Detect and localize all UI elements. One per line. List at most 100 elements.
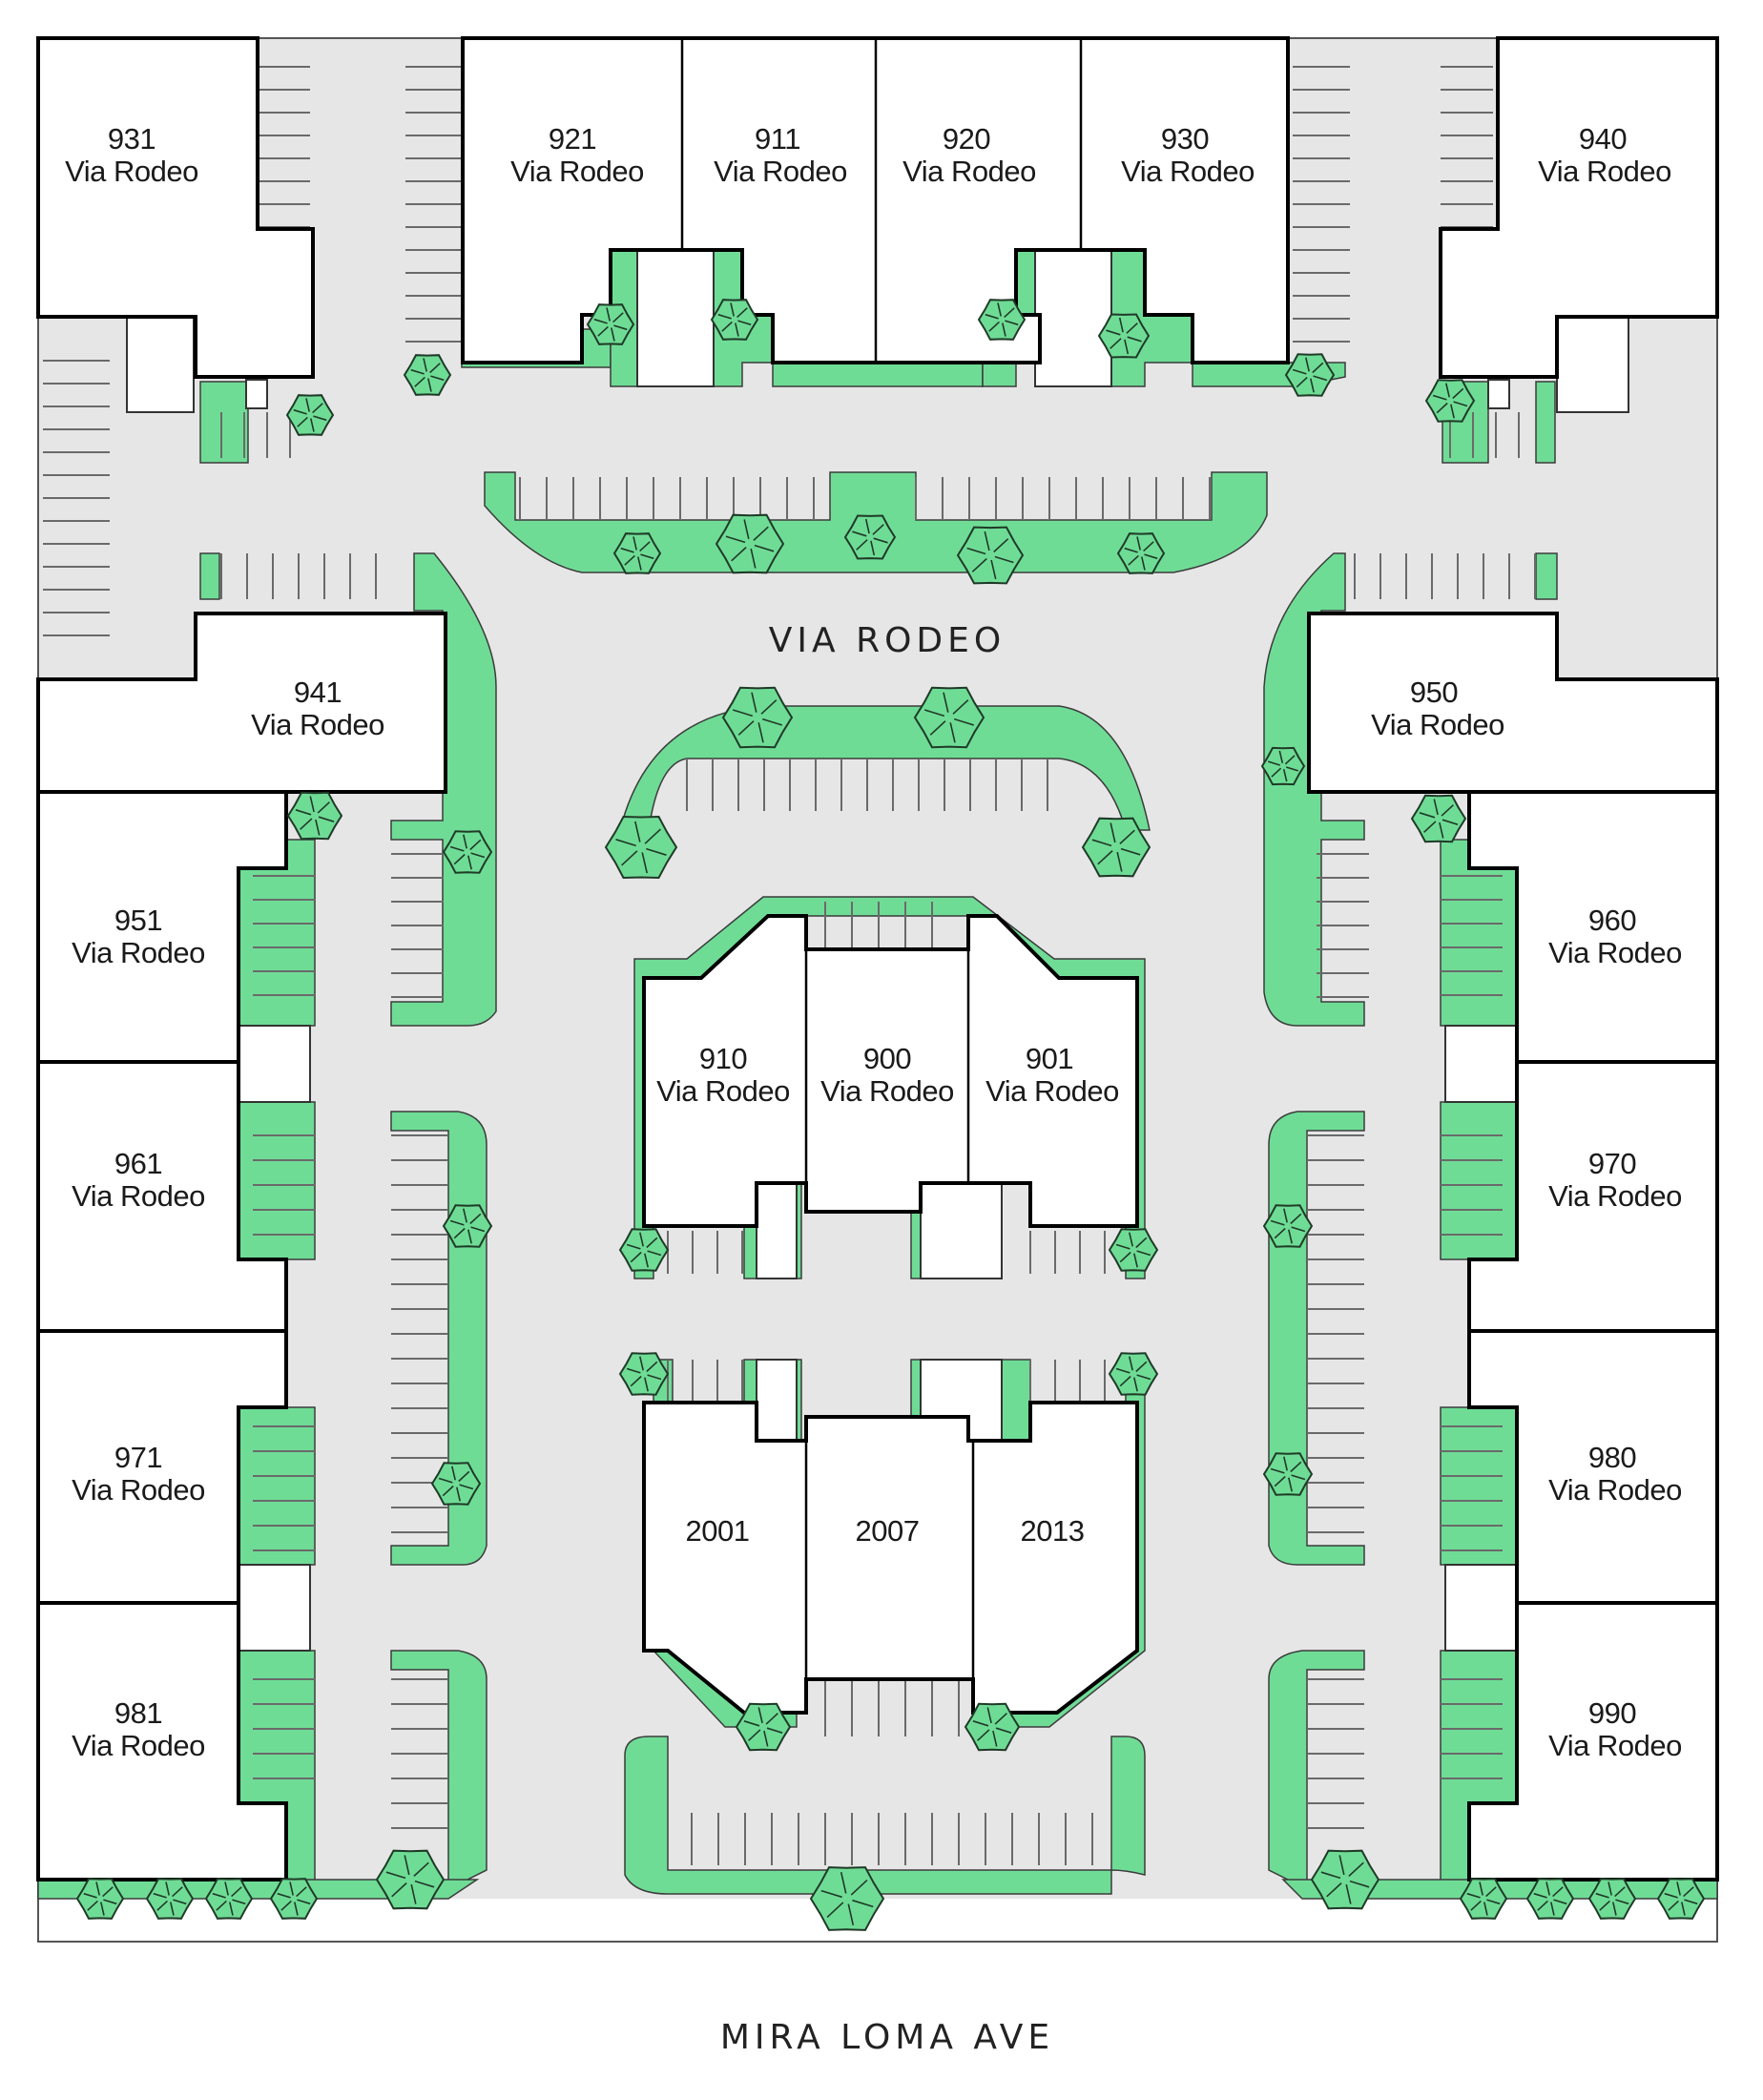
unit-street-901: Via Rodeo <box>985 1074 1119 1108</box>
unit-street-951: Via Rodeo <box>72 936 205 969</box>
svg-text:2001: 2001 <box>686 1514 750 1548</box>
building-931[interactable] <box>36 36 315 379</box>
tree-icon <box>1656 1878 1706 1920</box>
tree-icon <box>913 686 985 749</box>
svg-text:Via Rodeo: Via Rodeo <box>1371 708 1504 741</box>
svg-text:980: 980 <box>1588 1441 1636 1474</box>
tree-icon <box>1459 1878 1508 1920</box>
tree-icon <box>612 532 662 574</box>
tree-icon <box>1424 379 1476 423</box>
svg-text:981: 981 <box>114 1696 162 1730</box>
tree-icon <box>1525 1878 1575 1920</box>
unit-number-2007: 2007 <box>856 1514 920 1548</box>
tree-icon <box>1410 794 1467 843</box>
svg-text:Via Rodeo: Via Rodeo <box>251 708 384 741</box>
svg-text:Via Rodeo: Via Rodeo <box>1548 1473 1682 1507</box>
svg-text:Via Rodeo: Via Rodeo <box>714 155 847 188</box>
svg-text:930: 930 <box>1161 122 1209 156</box>
tree-icon <box>964 1702 1021 1752</box>
building-950[interactable] <box>1307 612 1719 794</box>
building-940[interactable] <box>1439 36 1719 379</box>
building-990[interactable] <box>1467 1601 1719 1882</box>
building-center-south[interactable] <box>642 1401 1139 1715</box>
tree-icon <box>618 1352 670 1396</box>
tree-icon <box>843 514 897 560</box>
street-label-mira-loma-ave: MIRA LOMA AVE <box>720 2018 1054 2057</box>
tree-icon <box>715 513 785 574</box>
tree-icon <box>1108 1352 1159 1396</box>
svg-text:Via Rodeo: Via Rodeo <box>902 155 1036 188</box>
unit-street-950: Via Rodeo <box>1371 708 1504 741</box>
tree-icon <box>1097 313 1151 359</box>
unit-number-910: 910 <box>699 1042 747 1075</box>
unit-number-900: 900 <box>863 1042 911 1075</box>
unit-street-980: Via Rodeo <box>1548 1473 1682 1507</box>
tree-icon <box>956 526 1025 585</box>
tree-icon <box>442 830 493 874</box>
tree-icon <box>721 686 794 749</box>
svg-text:960: 960 <box>1588 904 1636 937</box>
svg-text:940: 940 <box>1579 122 1627 156</box>
svg-text:931: 931 <box>108 122 156 156</box>
unit-street-970: Via Rodeo <box>1548 1179 1682 1213</box>
tree-icon <box>286 791 343 841</box>
svg-text:990: 990 <box>1588 1696 1636 1730</box>
tree-icon <box>735 1702 792 1752</box>
unit-street-960: Via Rodeo <box>1548 936 1682 969</box>
svg-text:951: 951 <box>114 904 162 937</box>
building-center-north[interactable] <box>642 914 1139 1228</box>
tree-icon <box>1108 1228 1159 1272</box>
unit-number-940: 940 <box>1579 122 1627 156</box>
unit-street-920: Via Rodeo <box>902 155 1036 188</box>
unit-number-951: 951 <box>114 904 162 937</box>
svg-text:921: 921 <box>549 122 596 156</box>
unit-number-931: 931 <box>108 122 156 156</box>
unit-street-961: Via Rodeo <box>72 1179 205 1213</box>
trees <box>75 299 1706 1931</box>
unit-street-911: Via Rodeo <box>714 155 847 188</box>
unit-street-931: Via Rodeo <box>65 155 198 188</box>
svg-text:Via Rodeo: Via Rodeo <box>1548 1179 1682 1213</box>
unit-number-2001: 2001 <box>686 1514 750 1548</box>
svg-text:Via Rodeo: Via Rodeo <box>1548 936 1682 969</box>
street-label-via-rodeo: VIA RODEO <box>769 621 1006 660</box>
tree-icon <box>403 354 452 396</box>
tree-icon <box>375 1849 446 1910</box>
svg-text:Via Rodeo: Via Rodeo <box>510 155 644 188</box>
unit-street-930: Via Rodeo <box>1121 155 1255 188</box>
tree-icon <box>1260 746 1306 786</box>
tree-icon <box>442 1204 493 1248</box>
svg-text:Via Rodeo: Via Rodeo <box>72 1729 205 1762</box>
svg-text:Via Rodeo: Via Rodeo <box>656 1074 790 1108</box>
unit-street-921: Via Rodeo <box>510 155 644 188</box>
unit-street-941: Via Rodeo <box>251 708 384 741</box>
tree-icon <box>1262 1204 1314 1248</box>
unit-number-970: 970 <box>1588 1147 1636 1180</box>
tree-icon <box>204 1878 254 1920</box>
buildings <box>36 36 1719 1882</box>
unit-street-981: Via Rodeo <box>72 1729 205 1762</box>
tree-icon <box>710 299 759 341</box>
tree-icon <box>75 1878 125 1920</box>
unit-number-2013: 2013 <box>1021 1514 1085 1548</box>
unit-street-900: Via Rodeo <box>820 1074 954 1108</box>
svg-text:911: 911 <box>755 122 800 156</box>
svg-text:Via Rodeo: Via Rodeo <box>985 1074 1119 1108</box>
tree-icon <box>1116 532 1166 574</box>
tree-icon <box>430 1462 482 1506</box>
unit-number-980: 980 <box>1588 1441 1636 1474</box>
entry-pads <box>126 249 1629 1652</box>
tree-icon <box>285 394 335 436</box>
unit-number-961: 961 <box>114 1147 162 1180</box>
unit-number-941: 941 <box>294 676 342 709</box>
tree-icon <box>1284 353 1336 397</box>
svg-text:920: 920 <box>943 122 990 156</box>
building-981[interactable] <box>36 1601 288 1882</box>
unit-street-940: Via Rodeo <box>1538 155 1671 188</box>
svg-text:Via Rodeo: Via Rodeo <box>72 936 205 969</box>
svg-text:961: 961 <box>114 1147 162 1180</box>
svg-text:Via Rodeo: Via Rodeo <box>1548 1729 1682 1762</box>
unit-number-921: 921 <box>549 122 596 156</box>
tree-icon <box>586 303 635 345</box>
svg-text:941: 941 <box>294 676 342 709</box>
